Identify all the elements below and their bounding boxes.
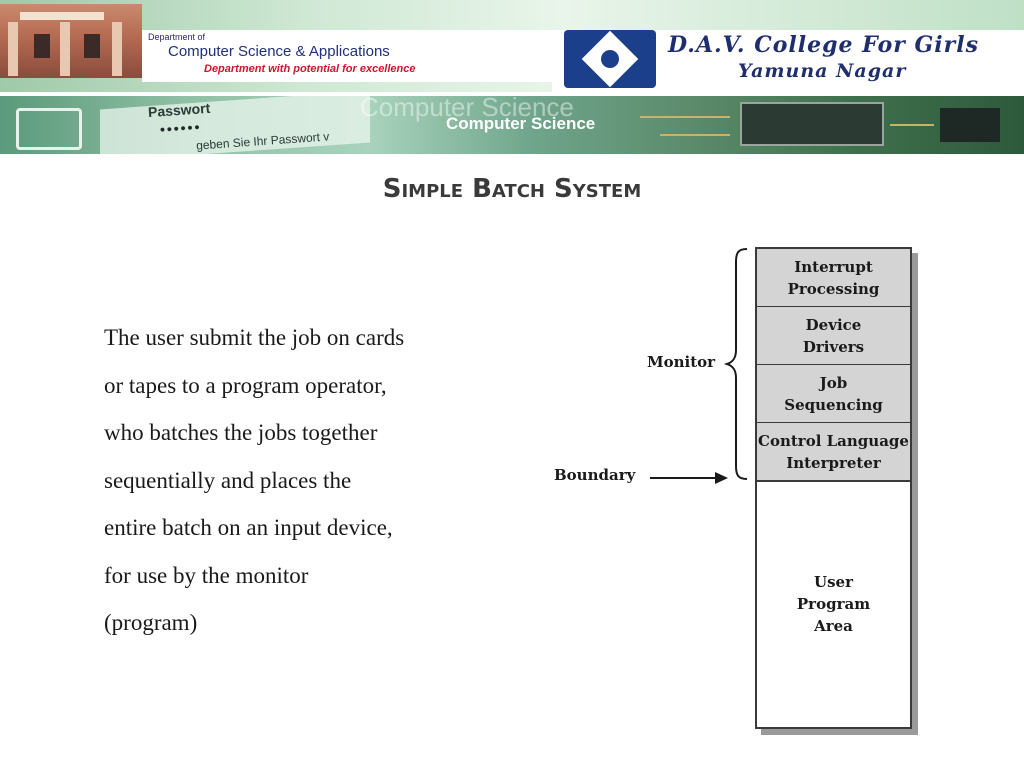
circuit-trace (660, 134, 730, 136)
monitor-icon (16, 108, 82, 150)
college-seal-icon (564, 30, 656, 88)
body-line: or tapes to a program operator, (104, 372, 387, 398)
memory-cell-interrupt-processing: Interrupt Processing (757, 249, 910, 308)
cell-line: Interpreter (786, 453, 881, 472)
building-window (84, 34, 100, 58)
memory-user-program-area: User Program Area (757, 481, 910, 727)
circuit-trace (890, 124, 934, 126)
user-area-line: Program (796, 595, 871, 613)
body-line: who batches the jobs together (104, 420, 378, 445)
building-column (8, 22, 18, 76)
slide-body-text: The user submit the job on cards or tape… (104, 314, 504, 647)
college-name: D.A.V. College For Girls (668, 32, 979, 58)
cell-line: Sequencing (784, 395, 883, 414)
cell-line: Drivers (802, 337, 865, 356)
cell-line: Interrupt (794, 257, 873, 276)
department-card: Department of Computer Science & Applica… (142, 30, 552, 82)
building-window (34, 34, 50, 58)
building-column (112, 22, 122, 76)
seal-core (601, 50, 619, 68)
user-area-line: Area (814, 617, 853, 635)
body-line: sequentially and places the (104, 467, 352, 493)
monitor-brace (723, 248, 748, 480)
memory-layout: Interrupt Processing Device Drivers Job … (755, 247, 912, 729)
body-line: (program) (104, 610, 198, 635)
memory-cell-control-language-interpreter: Control Language Interpreter (757, 423, 910, 482)
department-prefix: Department of (148, 32, 206, 42)
cell-line: Processing (787, 279, 880, 298)
monitor-label: Monitor (647, 353, 716, 371)
department-name: Computer Science & Applications (168, 43, 390, 60)
building-sign (20, 12, 104, 20)
body-line: for use by the monitor (104, 562, 309, 588)
cell-line: Device (805, 315, 862, 334)
circuit-chip (940, 108, 1000, 142)
cell-line: Job (819, 373, 848, 392)
body-line: The user submit the job on cards (104, 325, 405, 350)
college-building-photo (0, 4, 142, 78)
user-area-line: User (814, 573, 853, 591)
circuit-chip (740, 102, 884, 146)
cell-line: Control Language (758, 431, 909, 450)
memory-cell-job-sequencing: Job Sequencing (757, 365, 910, 424)
memory-cell-device-drivers: Device Drivers (757, 307, 910, 366)
banner-ghost-text: Computer Science (360, 96, 574, 122)
circuit-trace (640, 116, 730, 118)
boundary-label: Boundary (554, 466, 636, 484)
department-tagline: Department with potential for excellence (204, 63, 416, 75)
body-line: entire batch on an input device, (104, 515, 393, 540)
boundary-arrow-head (715, 472, 728, 484)
slide-title: Simple Batch System (382, 174, 642, 204)
banner-text: Computer Science (446, 114, 596, 133)
college-card: D.A.V. College For Girls Yamuna Nagar (552, 30, 1024, 92)
college-place: Yamuna Nagar (738, 60, 907, 82)
computer-science-banner: Passwort •••••• geben Sie Ihr Passwort v… (0, 96, 1024, 154)
building-column (60, 22, 70, 76)
header-banner: Department of Computer Science & Applica… (0, 0, 1024, 92)
